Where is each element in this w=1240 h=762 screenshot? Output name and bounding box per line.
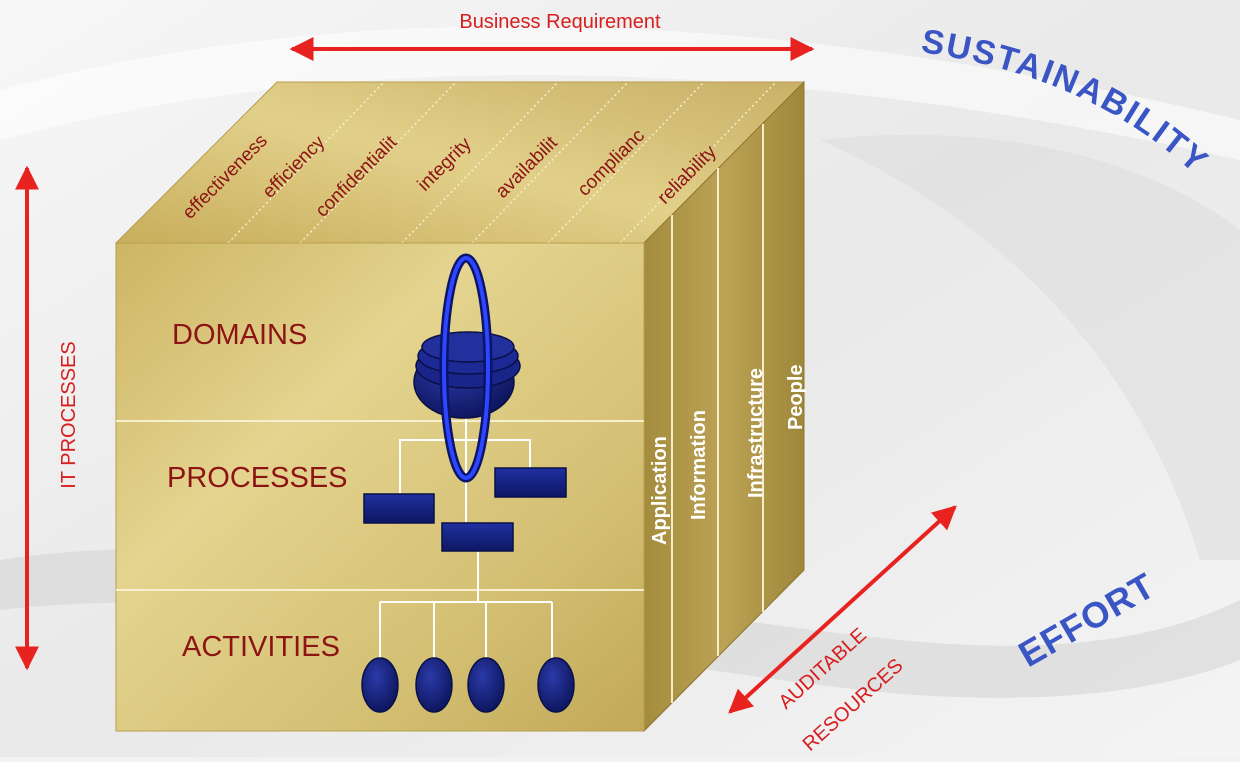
level-label-activities: ACTIVITIES [182,631,340,663]
domains-globe-icon [413,253,521,483]
business-requirement-label: Business Requirement [459,11,661,33]
resource-label: Information [688,410,710,520]
auditable-resources-arrow [728,505,957,714]
process-box [494,467,567,498]
resource-label: Infrastructure [745,368,767,498]
it-processes-label: IT PROCESSES [58,341,80,488]
top-dividers [227,81,777,244]
activity-oval [467,657,505,713]
background-swoosh [820,134,1240,560]
side-dividers [671,124,764,703]
process-box [363,493,435,524]
level-label-processes: PROCESSES [167,462,348,494]
resource-label: People [785,364,807,430]
resource-label: Application [649,436,671,545]
level-label-domains: DOMAINS [172,319,307,351]
process-box [441,522,514,552]
activity-oval [415,657,453,713]
activity-oval [537,657,575,713]
activity-oval [361,657,399,713]
